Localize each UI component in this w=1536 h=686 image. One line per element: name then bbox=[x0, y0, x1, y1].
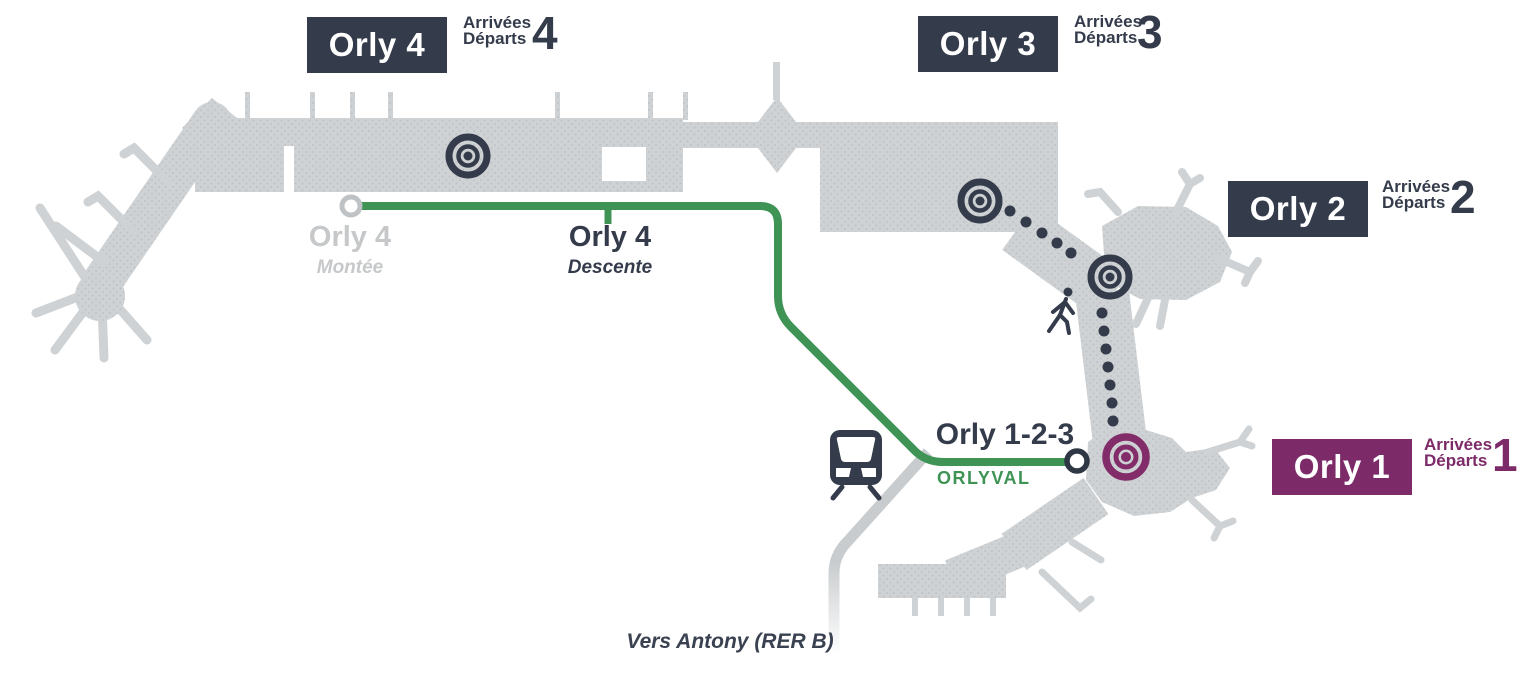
terminal-orly2-building bbox=[1084, 168, 1262, 330]
terminal-buildings bbox=[31, 62, 1262, 616]
terminal-connector-band bbox=[683, 62, 823, 173]
orly3-arrivals-departures: Arrivées Départs bbox=[1074, 12, 1143, 47]
station-name: Orly 4 bbox=[308, 221, 392, 253]
orly1-arrivals-label: Arrivées bbox=[1424, 435, 1493, 454]
orlyval-line bbox=[352, 202, 1068, 466]
station-note: Montée bbox=[316, 257, 384, 279]
bullseye-icon-orly3 bbox=[957, 178, 1003, 224]
track-to-antony bbox=[828, 448, 933, 652]
terminal-badge-orly2: Orly 2 bbox=[1228, 181, 1368, 237]
orly2-arrivals-label: Arrivées bbox=[1382, 177, 1451, 196]
pedestrian-icon bbox=[1047, 287, 1075, 335]
terminal-orly3-building bbox=[820, 122, 1058, 232]
terminal-orly1-south-pier bbox=[878, 477, 1109, 616]
bullseye-icon-orly1 bbox=[1102, 433, 1150, 481]
station-label-orly4-descente: Orly 4 Descente bbox=[545, 222, 675, 279]
orly2-number: 2 bbox=[1450, 171, 1476, 223]
orly3-arrivals-label: Arrivées bbox=[1074, 12, 1143, 31]
orlyval-line-label: ORLYVAL bbox=[937, 468, 1031, 488]
terminal-badge-orly3: Orly 3 bbox=[918, 16, 1058, 72]
station-label-orly123: Orly 1-2-3 bbox=[935, 418, 1075, 451]
orly2-arrivals-departures: Arrivées Départs bbox=[1382, 177, 1451, 212]
orly2-departures-label: Départs bbox=[1382, 193, 1446, 212]
orly4-arrivals-label: Arrivées bbox=[463, 13, 532, 32]
rer-direction-note: Vers Antony (RER B) bbox=[626, 630, 834, 653]
terminal-badge-orly1: Orly 1 bbox=[1272, 439, 1412, 495]
walk-dotted-path bbox=[1004, 205, 1119, 427]
stop-circle-end bbox=[1064, 448, 1090, 474]
station-name: Orly 4 bbox=[568, 221, 652, 253]
station-label-orly4-montee: Orly 4 Montée bbox=[285, 222, 415, 279]
bullseye-icon-orly2 bbox=[1087, 254, 1133, 300]
stop-circle-start bbox=[339, 194, 363, 218]
orly3-number: 3 bbox=[1137, 6, 1163, 58]
orly1-departures-label: Départs bbox=[1424, 451, 1488, 470]
terminal-orly4-building bbox=[195, 92, 688, 192]
orly4-arrivals-departures: Arrivées Départs bbox=[463, 13, 532, 48]
station-note: Descente bbox=[567, 257, 653, 279]
terminal-orly4-west-pier bbox=[31, 98, 242, 363]
bullseye-icon-orly4 bbox=[445, 133, 491, 179]
terminal-badge-orly4: Orly 4 bbox=[307, 17, 447, 73]
orly4-departures-label: Départs bbox=[463, 29, 527, 48]
orly1-number: 1 bbox=[1492, 429, 1518, 481]
orly4-number: 4 bbox=[532, 7, 558, 59]
orly3-departures-label: Départs bbox=[1074, 28, 1138, 47]
train-icon bbox=[830, 430, 882, 501]
orly1-arrivals-departures: Arrivées Départs bbox=[1424, 435, 1493, 470]
